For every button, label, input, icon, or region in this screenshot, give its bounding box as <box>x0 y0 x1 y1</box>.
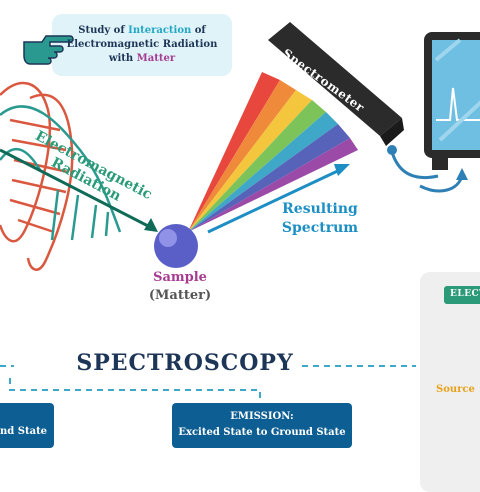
result-label-line1: Resulting <box>282 201 358 217</box>
absorption-box <box>0 403 54 448</box>
sample-sphere-icon <box>154 224 198 268</box>
result-arrow <box>207 164 350 234</box>
resulting-spectrum-label: Resulting Spectrum <box>272 200 368 238</box>
absorption-box-text: nd State <box>0 426 48 437</box>
header-line3-a: with <box>108 53 137 64</box>
pointing-hand-icon <box>23 35 74 65</box>
spectroscopy-heading-text: SPECTROSCOPY <box>68 350 302 376</box>
monitor-icon <box>419 32 480 193</box>
elect-tag <box>444 286 480 304</box>
header-card <box>52 14 232 76</box>
header-line2: Electromagnetic Radiation <box>66 39 218 50</box>
sample-label: Sample <box>153 270 207 285</box>
header-title: Study of Interaction of Electromagnetic … <box>52 24 232 66</box>
diagram-graphics <box>0 22 480 398</box>
result-label-line2: Spectrum <box>281 220 359 236</box>
emission-title: EMISSION: <box>230 411 294 422</box>
emission-box <box>172 403 352 448</box>
header-line1-b: Interaction <box>128 25 192 36</box>
electric-wave <box>0 81 74 271</box>
em-arrow <box>0 148 158 232</box>
header-line1-c: of <box>191 25 206 36</box>
source-label: Source <box>436 384 475 395</box>
header-line3-b: Matter <box>136 53 176 64</box>
matter-label: (Matter) <box>148 288 212 303</box>
spectroscopy-diagram: Study of Interaction of Electromagnetic … <box>0 14 480 492</box>
side-panel <box>420 272 480 492</box>
elect-tag-text: ELECT <box>450 289 480 299</box>
emission-subtitle: Excited State to Ground State <box>178 427 346 438</box>
spectroscopy-heading: SPECTROSCOPY <box>0 350 480 376</box>
header-line1-a: Study of <box>78 25 129 36</box>
spectrum-fan <box>188 72 358 232</box>
spectrometer-icon <box>268 22 439 180</box>
